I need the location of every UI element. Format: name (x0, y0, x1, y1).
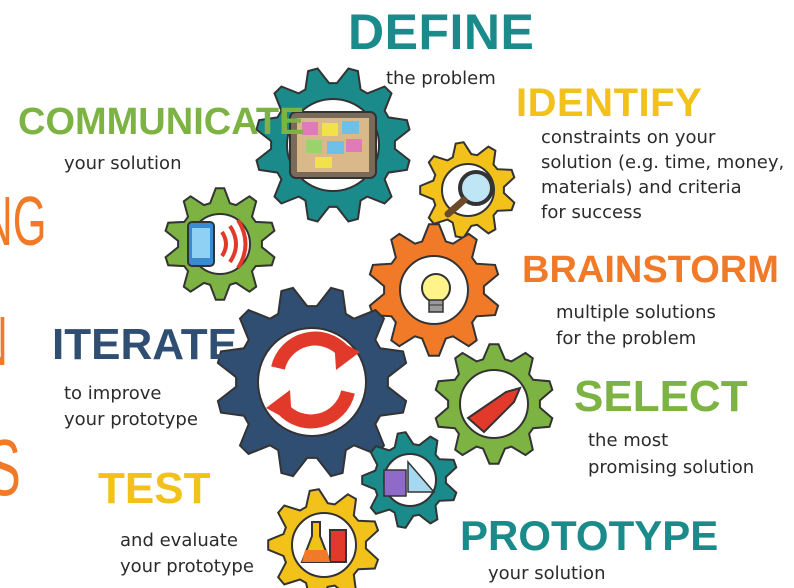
arrow-icon (466, 386, 522, 434)
test-line-2: your prototype (120, 556, 254, 577)
phone-signal-icon (187, 218, 248, 270)
cycle-arrows-icon (266, 331, 360, 429)
identify-line-1: constraints on your (541, 127, 716, 148)
partial-title-line-3: S (0, 424, 21, 513)
beakers-icon (300, 521, 347, 563)
lightbulb-icon (421, 273, 451, 313)
select-line-1: the most (588, 430, 669, 451)
select-line-2: promising solution (588, 457, 755, 478)
prototype-description: your solution (488, 563, 606, 584)
define-description: the problem (386, 68, 496, 89)
prototype-heading: PROTOTYPE (460, 512, 719, 559)
test-heading: TEST (98, 464, 211, 513)
magnifier-icon (444, 170, 494, 218)
define-heading: DEFINE (348, 4, 535, 60)
iterate-heading: ITERATE (52, 320, 237, 369)
iterate-line-1: to improve (64, 383, 162, 404)
identify-line-3: materials) and criteria (541, 177, 742, 198)
test-line-1: and evaluate (120, 530, 238, 551)
test-gear (267, 488, 380, 588)
partial-title-line-1: NG (0, 182, 46, 260)
identify-line-4: for success (541, 202, 642, 223)
partial-title-line-2: N (0, 302, 8, 380)
communicate-gear (164, 187, 276, 301)
ruler-calculator-icon (383, 459, 436, 497)
tablet-sticky-notes-icon (289, 111, 377, 179)
brainstorm-heading: BRAINSTORM (522, 249, 779, 291)
brainstorm-line-2: for the problem (556, 328, 697, 349)
identify-line-2: solution (e.g. time, money, (541, 152, 785, 173)
communicate-description: your solution (64, 153, 182, 174)
brainstorm-line-1: multiple solutions (556, 302, 716, 323)
select-heading: SELECT (574, 372, 748, 421)
iterate-line-2: your prototype (64, 409, 198, 430)
communicate-heading: COMMUNICATE (18, 101, 305, 143)
identify-heading: IDENTIFY (516, 81, 703, 125)
